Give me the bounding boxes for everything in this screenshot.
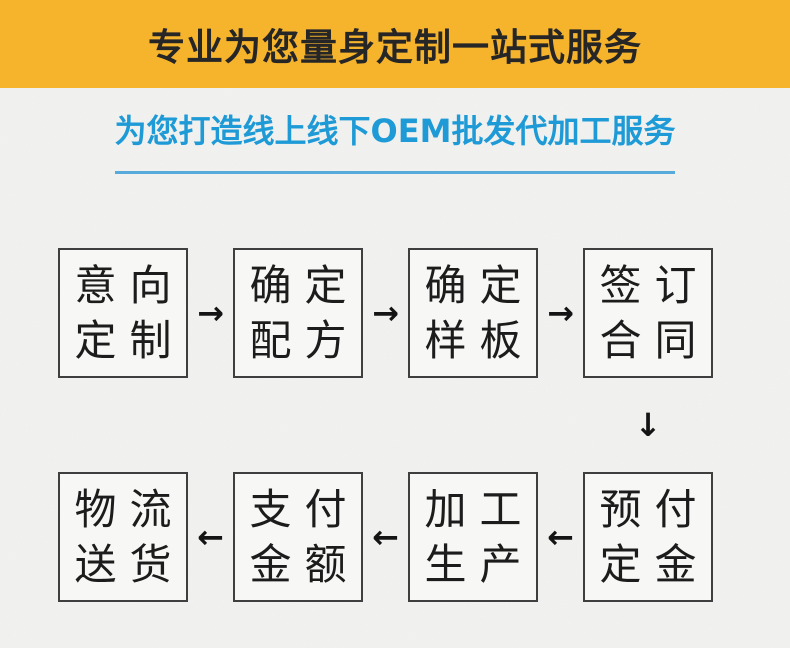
step-label-line: 确定 (424, 261, 535, 310)
step-label-line: 送货 (74, 540, 185, 589)
step-prepay-deposit: 预付 定金 (583, 472, 713, 602)
step-confirm-sample: 确定 样板 (408, 248, 538, 378)
step-label-line: 物流 (74, 485, 185, 534)
step-label-line: 定制 (74, 316, 185, 365)
step-label-line: 定金 (599, 540, 710, 589)
flow-row-bottom: 物流 送货 ← 支付 金额 ← 加工 生产 ← 预付 定金 (58, 472, 713, 602)
subtitle-underline (115, 171, 675, 174)
step-processing-production: 加工 生产 (408, 472, 538, 602)
arrow-left-icon: ← (547, 518, 574, 556)
step-logistics-delivery: 物流 送货 (58, 472, 188, 602)
arrow-down-icon: ↓ (634, 406, 662, 444)
step-pay-amount: 支付 金额 (233, 472, 363, 602)
step-label-line: 样板 (424, 316, 535, 365)
arrow-left-icon: ← (197, 518, 224, 556)
step-label-line: 金额 (249, 540, 360, 589)
step-label-line: 配方 (249, 316, 360, 365)
subtitle: 为您打造线上线下OEM批发代加工服务 (114, 112, 676, 150)
step-label-line: 支付 (249, 485, 360, 534)
step-intent-customization: 意向 定制 (58, 248, 188, 378)
step-sign-contract: 签订 合同 (583, 248, 713, 378)
banner: 专业为您量身定制一站式服务 (0, 0, 790, 88)
banner-title: 专业为您量身定制一站式服务 (148, 26, 642, 69)
flow-connector-row: ↓ (58, 378, 713, 472)
flow-row-top: 意向 定制 → 确定 配方 → 确定 样板 → 签订 合同 (58, 248, 713, 378)
step-label-line: 生产 (424, 540, 535, 589)
arrow-left-icon: ← (372, 518, 399, 556)
step-label-line: 确定 (249, 261, 360, 310)
process-flow-diagram: 意向 定制 → 确定 配方 → 确定 样板 → 签订 合同 ↓ 物流 (58, 248, 713, 602)
step-label-line: 加工 (424, 485, 535, 534)
step-label-line: 预付 (599, 485, 710, 534)
arrow-right-icon: → (372, 294, 399, 332)
step-confirm-formula: 确定 配方 (233, 248, 363, 378)
step-label-line: 签订 (599, 261, 710, 310)
step-label-line: 合同 (599, 316, 710, 365)
arrow-right-icon: → (547, 294, 574, 332)
arrow-right-icon: → (197, 294, 224, 332)
step-label-line: 意向 (74, 261, 185, 310)
